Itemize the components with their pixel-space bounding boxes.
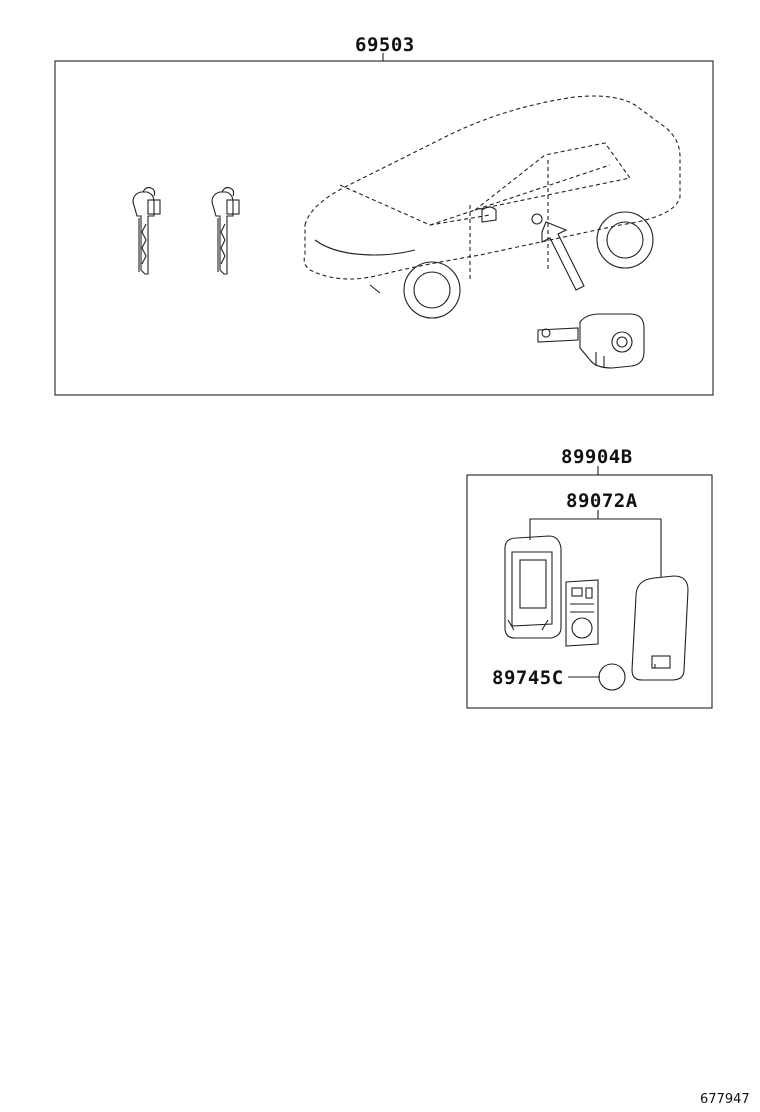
- remote-cover-icon: [631, 575, 689, 681]
- location-arrow-icon: [541, 221, 585, 291]
- label-69503: 69503: [355, 34, 415, 56]
- vehicle-wheels: [314, 206, 654, 319]
- coin-battery-icon: [598, 663, 626, 691]
- mechanical-key-icon: [211, 186, 240, 275]
- remote-case-back-icon: [504, 535, 562, 639]
- label-89072A: 89072A: [566, 490, 638, 512]
- label-89745C: 89745C: [492, 667, 564, 689]
- door-lock-cylinder-icon: [537, 313, 645, 369]
- mechanical-key-icon: [132, 186, 161, 275]
- frame-89904B: [466, 474, 713, 709]
- circuit-board-icon: [565, 579, 599, 647]
- diagram-id: 677947: [700, 1092, 750, 1107]
- label-89904B: 89904B: [561, 446, 633, 468]
- vehicle-outline: [303, 95, 681, 280]
- frame-69503: [54, 60, 714, 396]
- leader-89072A: [529, 510, 662, 577]
